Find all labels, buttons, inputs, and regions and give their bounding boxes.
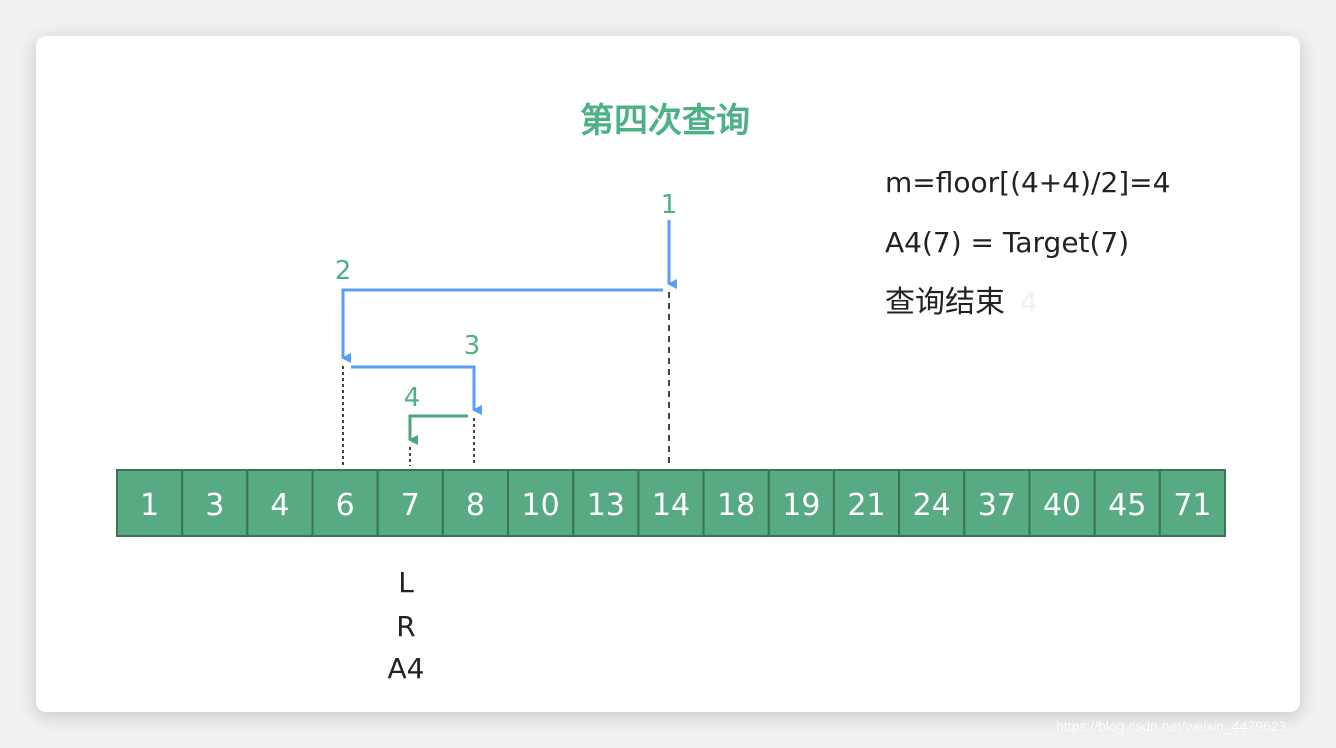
step-2-label: 2: [335, 256, 352, 286]
step-3-arrow: [351, 365, 482, 466]
array-cell: [963, 469, 1031, 537]
array-cell: [246, 469, 314, 537]
array-cell: [637, 469, 705, 537]
array-cell-value: 8: [466, 488, 485, 523]
array-cell-value: 7: [401, 488, 420, 523]
pointer-label-l: L: [398, 566, 414, 599]
array-cell: [572, 469, 640, 537]
array-cell-value: 14: [652, 488, 690, 523]
array-cell-value: 21: [847, 488, 885, 523]
array-cell: [898, 469, 966, 537]
array-cell: [1093, 469, 1161, 537]
array-cell: [181, 469, 249, 537]
array-cell-value: 24: [913, 488, 951, 523]
array-cell: [1158, 469, 1226, 537]
step-2-arrow: [341, 288, 663, 466]
page-title: 第四次查询: [580, 101, 750, 141]
array-cell: [376, 469, 444, 537]
array-cell-value: 40: [1043, 488, 1081, 523]
ghost-text: 4: [1020, 286, 1038, 319]
array-cell-value: 37: [978, 488, 1016, 523]
info-line-midpoint: m=floor[(4+4)/2]=4: [885, 166, 1170, 199]
array-cell-value: 10: [522, 488, 560, 523]
array-cell-value: 45: [1108, 488, 1146, 523]
array-cell-value: 3: [205, 488, 224, 523]
array-cell-value: 71: [1173, 488, 1211, 523]
array-cell-value: 6: [336, 488, 355, 523]
pointer-label-r: R: [396, 610, 415, 643]
array-cell: [1028, 469, 1096, 537]
step-4-arrow: [408, 414, 468, 466]
array-cell: [441, 469, 510, 537]
array-cell: [767, 469, 835, 537]
array-cell: [832, 469, 901, 537]
watermark: https://blog.csdn.net/weixin_4479623: [1056, 718, 1287, 734]
array-cell: [116, 469, 184, 537]
array-cell-value: 4: [270, 488, 289, 523]
info-line-compare: A4(7) = Target(7): [885, 226, 1129, 259]
array-cell-value: 19: [782, 488, 820, 523]
info-line-result: 查询结束: [885, 285, 1005, 320]
array-cell-value: 18: [717, 488, 755, 523]
array-cell: [702, 469, 770, 537]
array-cell-value: 13: [587, 488, 625, 523]
step-3-label: 3: [464, 331, 481, 361]
array-cell-value: 1: [140, 488, 159, 523]
array-cell: [311, 469, 379, 537]
pointer-label-a4: A4: [388, 652, 425, 685]
step-1-label: 1: [661, 190, 678, 220]
step-4-label: 4: [404, 383, 421, 413]
